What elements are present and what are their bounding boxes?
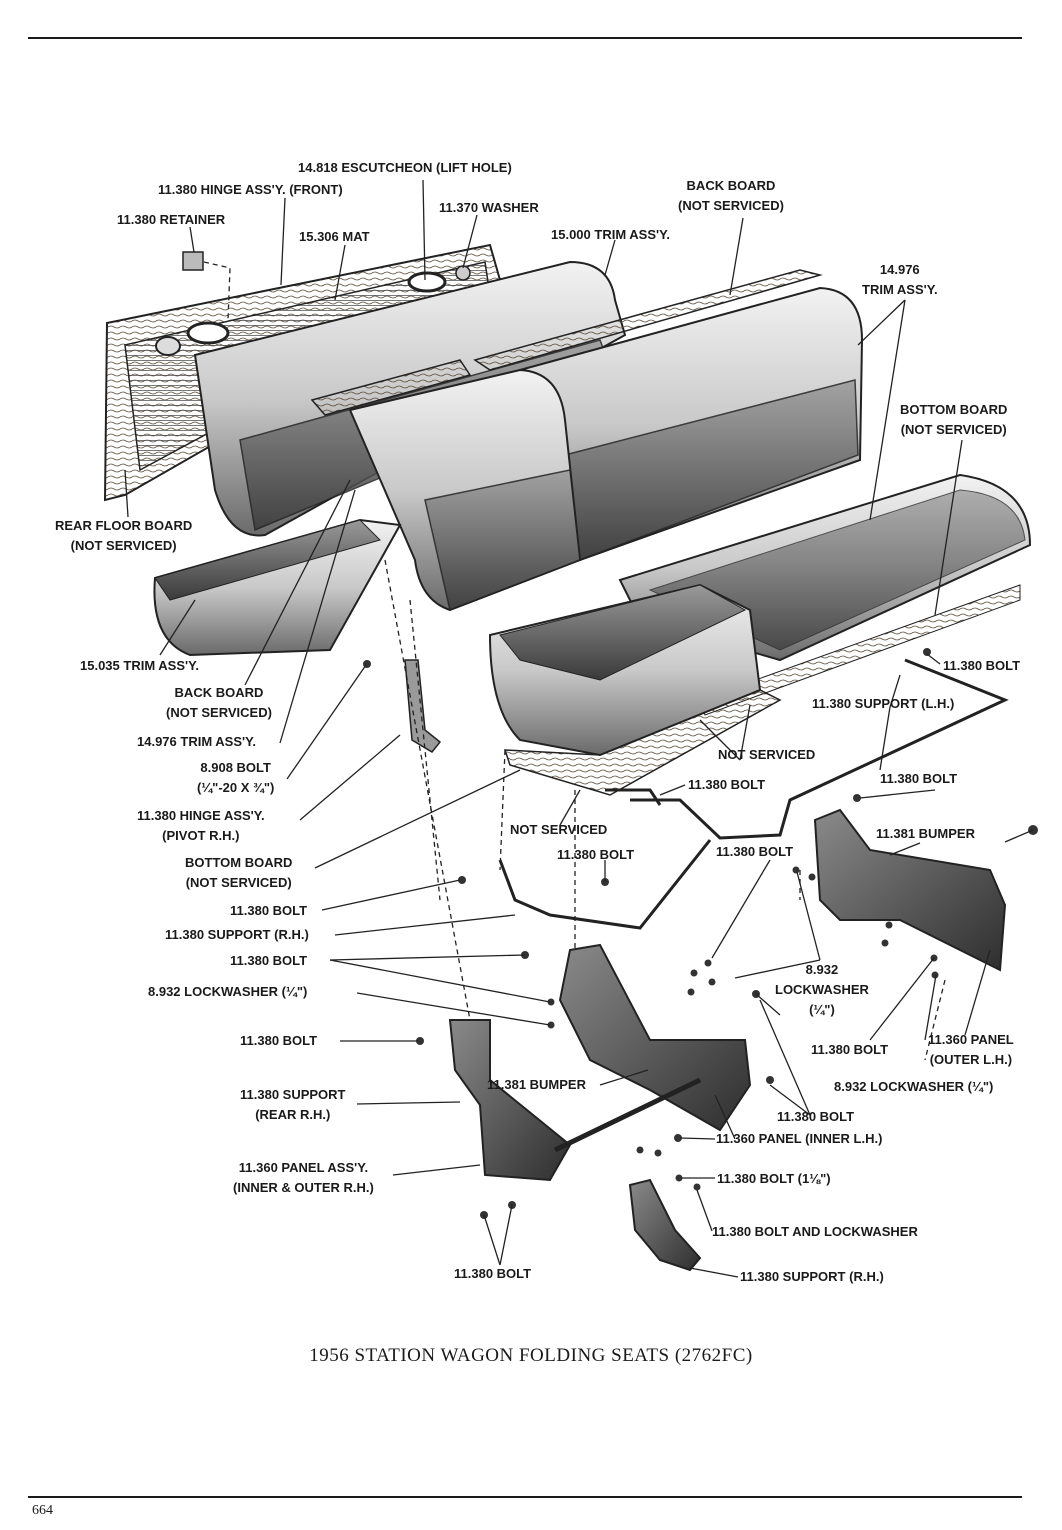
label-bolt-1-1-8: 11.380 BOLT (1⅛")	[717, 1171, 831, 1186]
hinge-pivot	[363, 659, 442, 753]
support-rh-bottom	[628, 1178, 702, 1272]
label-rear-floor-board: REAR FLOOR BOARD(NOT SERVICED)	[55, 518, 193, 553]
label-washer: 11.370 WASHER	[439, 200, 539, 215]
label-lockwasher-right: 8.932 LOCKWASHER (¼")	[834, 1079, 994, 1094]
trim-15035	[153, 518, 402, 657]
page-number: 664	[32, 1503, 53, 1518]
label-bolt-left-3: 11.380 BOLT	[240, 1033, 318, 1048]
label-trim-15035: 15.035 TRIM ASS'Y.	[80, 658, 199, 673]
retainer	[182, 251, 204, 271]
label-trim-14976-left: 14.976 TRIM ASS'Y.	[137, 734, 256, 749]
seat-back-long	[473, 269, 864, 562]
label-support-lh: 11.380 SUPPORT (L.H.)	[812, 696, 955, 711]
label-bolt-left-2: 11.380 BOLT	[230, 953, 308, 968]
seat-bottom-short	[488, 583, 782, 796]
top-rule	[28, 37, 1022, 39]
label-bolt-and-lockwasher: 11.380 BOLT AND LOCKWASHER	[712, 1224, 918, 1239]
label-hinge-pivot: 11.380 HINGE ASS'Y.(PIVOT R.H.)	[137, 808, 265, 843]
label-bolt-right-3: 11.380 BOLT	[811, 1042, 889, 1057]
label-bottom-board-left: BOTTOM BOARD(NOT SERVICED)	[185, 855, 293, 890]
panel-assembly-rh	[448, 943, 752, 1182]
figure-caption: 1956 STATION WAGON FOLDING SEATS (2762FC…	[309, 1345, 753, 1366]
label-bolt-bottom: 11.380 BOLT	[454, 1266, 532, 1281]
label-back-board-left: BACK BOARD(NOT SERVICED)	[166, 685, 272, 720]
label-panel-outer-lh: 11.360 PANEL(OUTER L.H.)	[928, 1032, 1014, 1067]
label-not-serviced-mid: NOT SERVICED	[718, 747, 816, 762]
label-bolt-8908: 8.908 BOLT(¼"-20 X ¾")	[197, 760, 275, 795]
bottom-rule	[28, 1496, 1022, 1498]
label-support-rh-left: 11.380 SUPPORT (R.H.)	[165, 927, 309, 942]
label-bumper-center: 11.381 BUMPER	[487, 1077, 586, 1092]
label-escutcheon: 14.818 ESCUTCHEON (LIFT HOLE)	[298, 160, 512, 175]
label-bolt-mid: 11.380 BOLT	[688, 777, 766, 792]
label-bumper-right: 11.381 BUMPER	[876, 826, 975, 841]
label-panel-assy-rh: 11.360 PANEL ASS'Y.(INNER & OUTER R.H.)	[233, 1160, 374, 1195]
label-bolt-center: 11.380 BOLT	[557, 847, 635, 862]
seat-back-front	[310, 359, 582, 612]
panel-assembly-lh	[813, 808, 1007, 972]
label-support-rh-bottom: 11.380 SUPPORT (R.H.)	[740, 1269, 884, 1284]
label-bolt-right-2: 11.380 BOLT	[880, 771, 958, 786]
label-retainer: 11.380 RETAINER	[117, 212, 226, 227]
label-bolt-right-top: 11.380 BOLT	[943, 658, 1021, 673]
label-mat: 15.306 MAT	[299, 229, 370, 244]
label-panel-inner-lh: 11.360 PANEL (INNER L.H.)	[716, 1131, 883, 1146]
label-bolt-left-1: 11.380 BOLT	[230, 903, 308, 918]
dashed-lines	[203, 261, 946, 1061]
label-hinge-front: 11.380 HINGE ASS'Y. (FRONT)	[158, 182, 343, 197]
label-bolt-right-4: 11.380 BOLT	[777, 1109, 855, 1124]
label-not-serviced-center: NOT SERVICED	[510, 822, 608, 837]
support-rods	[498, 658, 1009, 930]
label-bolt-mid-2: 11.380 BOLT	[716, 844, 794, 859]
label-lockwasher-left: 8.932 LOCKWASHER (¼")	[148, 984, 308, 999]
label-support-rear-rh: 11.380 SUPPORT(REAR R.H.)	[240, 1087, 346, 1122]
label-back-board-top: BACK BOARD(NOT SERVICED)	[678, 178, 784, 213]
label-trim-15000: 15.000 TRIM ASS'Y.	[551, 227, 670, 242]
leader-lines	[124, 179, 1034, 1278]
label-bottom-board-right: BOTTOM BOARD(NOT SERVICED)	[900, 402, 1008, 437]
